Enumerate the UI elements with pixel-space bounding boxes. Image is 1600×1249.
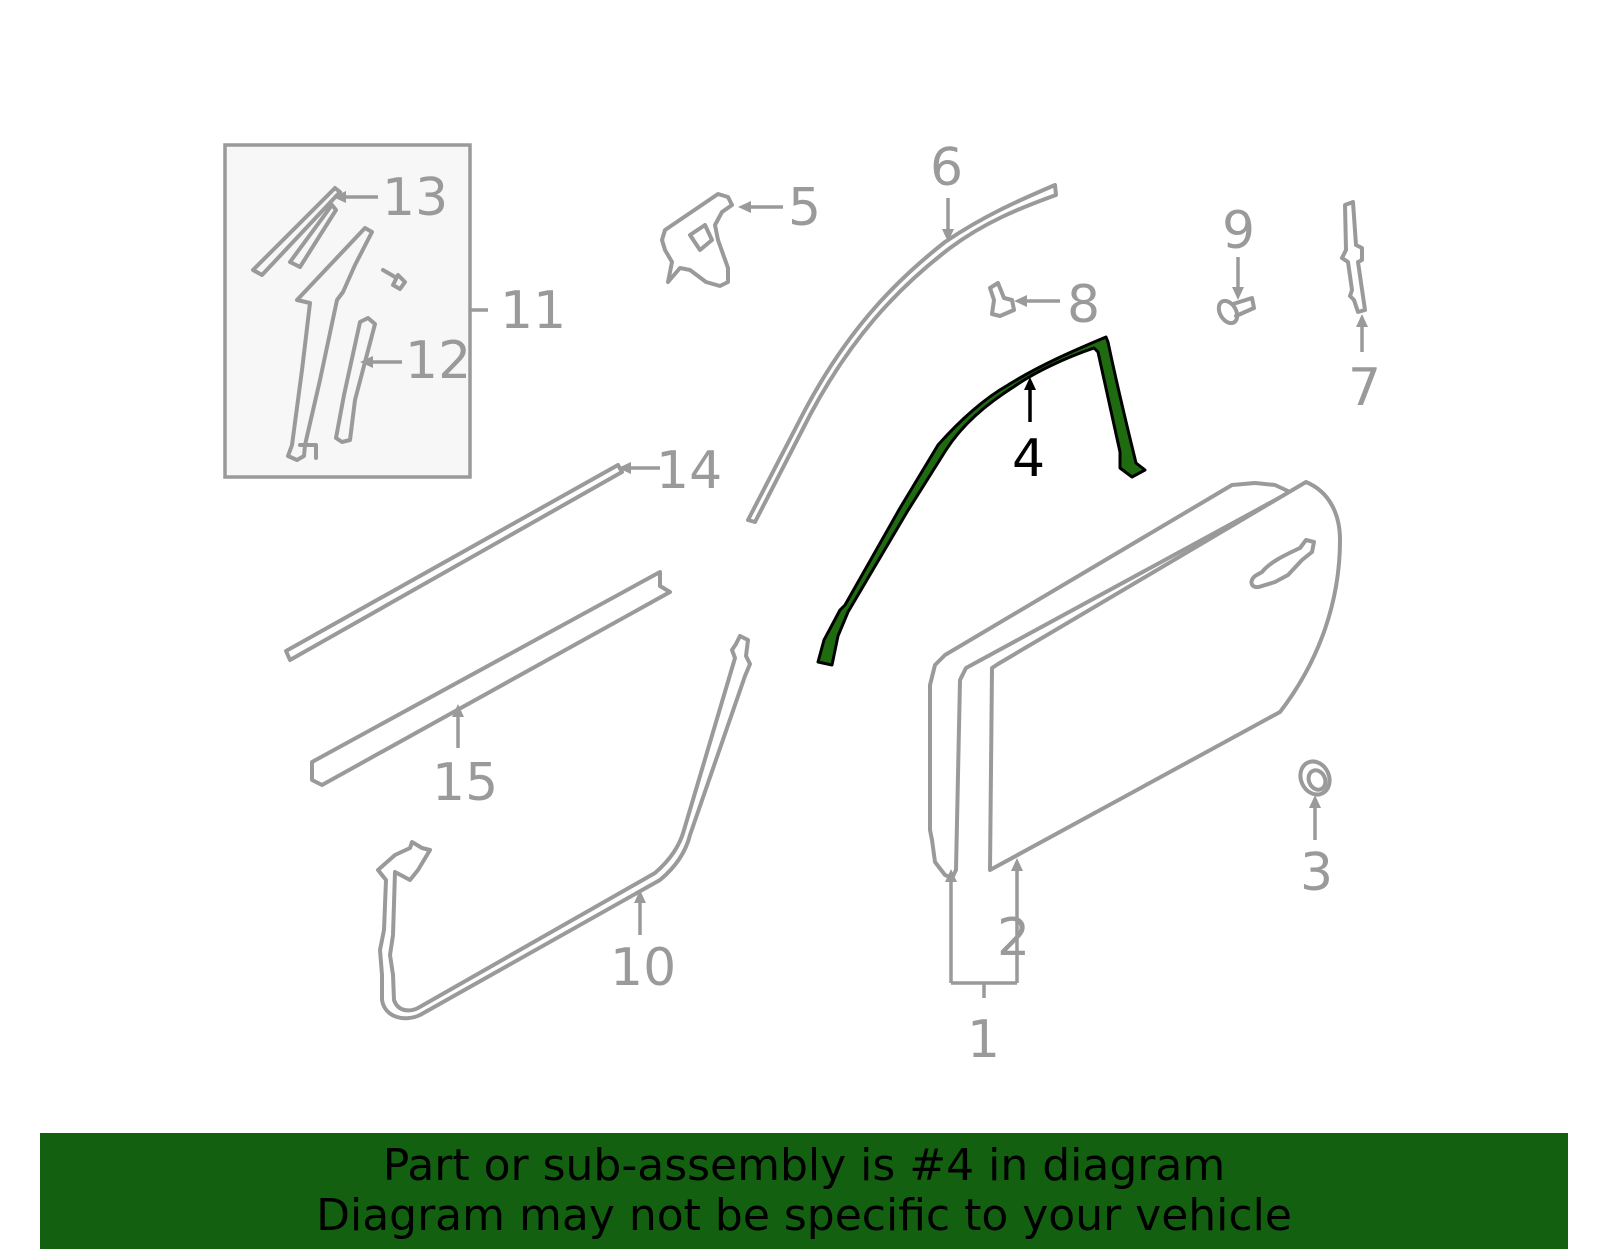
part-9-shank (1231, 296, 1256, 318)
part-15-shape (310, 570, 672, 787)
part-5-shape (660, 192, 734, 288)
callout-3: 3 (1300, 843, 1333, 903)
info-banner: Part or sub-assembly is #4 in diagram Di… (40, 1133, 1568, 1249)
inset-group-11: 13 12 (223, 143, 472, 479)
door-handle-shape (1249, 538, 1316, 589)
callout-7: 7 (1348, 358, 1381, 418)
part-4: 4 (816, 335, 1147, 667)
callout-5: 5 (788, 178, 821, 238)
banner-line-1: Part or sub-assembly is #4 in diagram (382, 1140, 1226, 1191)
callout-14: 14 (656, 441, 722, 501)
callout-13: 13 (382, 168, 448, 228)
part-11-shape (286, 226, 374, 462)
part-9: 9 (1216, 201, 1256, 326)
callout-4: 4 (1012, 429, 1045, 489)
part-9-head (1216, 298, 1240, 326)
callout-9: 9 (1222, 201, 1255, 261)
part-14-shape (284, 463, 624, 662)
part-3: 3 (1298, 759, 1333, 903)
part-5: 5 (660, 178, 821, 288)
callout-2: 2 (997, 908, 1030, 968)
callout-15: 15 (432, 753, 498, 813)
part-8-shape (988, 281, 1016, 318)
banner-line-2: Diagram may not be specific to your vehi… (316, 1190, 1292, 1241)
part-8: 8 (988, 275, 1100, 335)
part-15: 15 (310, 570, 672, 813)
part-4-shape (816, 335, 1147, 667)
part-14: 14 (284, 441, 722, 662)
part-7: 7 (1340, 200, 1381, 418)
part-10-shape (376, 634, 752, 1021)
door-shell-shape (928, 481, 1292, 880)
part-12-shape (334, 316, 377, 444)
part-10: 10 (376, 634, 752, 1021)
part-13-shape (251, 186, 342, 277)
part-3-outer (1298, 759, 1332, 797)
callout-8: 8 (1067, 275, 1100, 335)
part-3-inner (1306, 768, 1328, 792)
part-6-shape (746, 183, 1058, 524)
bolt-shape (381, 268, 407, 291)
callout-10: 10 (610, 938, 676, 998)
callout-12: 12 (405, 331, 471, 391)
callout-11: 11 (500, 281, 566, 341)
part-7-shape (1340, 200, 1367, 314)
part-6: 6 (746, 138, 1058, 524)
callout-6: 6 (930, 138, 963, 198)
callout-1: 1 (967, 1010, 1000, 1070)
part-1-2-door: 2 1 (928, 480, 1342, 1070)
